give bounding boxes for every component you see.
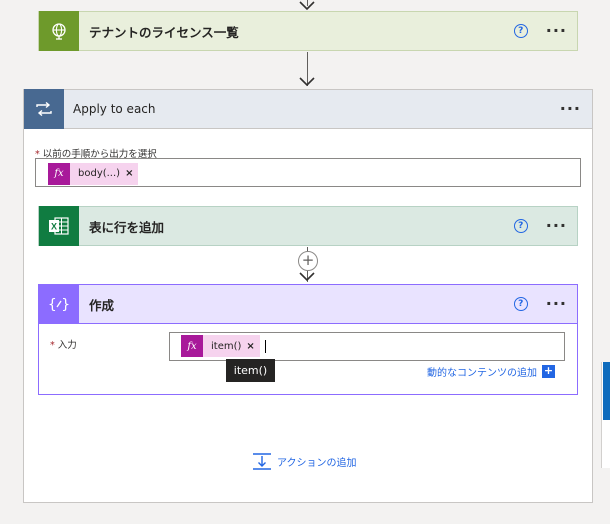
action-card-tenant-licenses[interactable]: テナントのライセンス一覧 ? ··· xyxy=(38,11,578,51)
more-options-button[interactable]: ··· xyxy=(545,294,567,313)
help-icon[interactable]: ? xyxy=(513,297,528,311)
apply-to-each-header[interactable]: Apply to each ··· xyxy=(23,89,593,129)
add-action-label: アクションの追加 xyxy=(277,457,357,469)
card-title: テナントのライセンス一覧 xyxy=(89,24,239,40)
token-label: item() xyxy=(211,340,242,352)
more-options-button[interactable]: ··· xyxy=(545,21,567,40)
required-marker: * xyxy=(35,149,40,160)
select-output-input[interactable]: fx body(...) × xyxy=(35,158,581,187)
compose-header[interactable]: { } 作成 ? ··· xyxy=(38,284,578,324)
add-action-icon xyxy=(253,453,271,470)
arrow-down-icon xyxy=(299,77,315,87)
function-icon: fx xyxy=(48,162,70,185)
arrow-down-icon xyxy=(299,272,315,282)
card-title: 表に行を追加 xyxy=(89,219,165,235)
card-title: 作成 xyxy=(89,297,115,313)
help-icon[interactable]: ? xyxy=(513,219,528,233)
required-marker: * xyxy=(50,340,55,351)
text-cursor xyxy=(264,340,266,353)
dynamic-token-body[interactable]: fx body(...) × xyxy=(48,162,139,185)
add-action-button[interactable]: アクションの追加 xyxy=(252,452,357,470)
svg-text:X: X xyxy=(51,222,57,232)
action-card-add-row[interactable]: X 表に行を追加 ? ··· xyxy=(38,206,578,246)
input-label: * 入力 xyxy=(50,337,77,351)
add-dynamic-content-icon: + xyxy=(542,364,555,378)
connector-line xyxy=(307,52,308,86)
token-label: body(...) xyxy=(78,168,121,179)
token-remove-button[interactable]: × xyxy=(125,168,134,179)
compose-input-field[interactable]: fx item() × xyxy=(169,332,565,361)
select-output-label-text: 以前の手順から出力を選択 xyxy=(42,149,157,160)
select-output-label: * 以前の手順から出力を選択 xyxy=(35,146,157,160)
connector-line-top xyxy=(307,0,308,6)
excel-icon: X xyxy=(39,206,79,246)
function-icon: fx xyxy=(181,335,203,357)
token-remove-button[interactable]: × xyxy=(246,340,255,352)
tooltip: item() xyxy=(226,359,275,382)
loop-icon xyxy=(24,89,64,129)
side-panel-accent xyxy=(603,362,610,420)
arrow-down-icon xyxy=(299,1,315,11)
more-options-button[interactable]: ··· xyxy=(545,216,567,235)
more-options-button[interactable]: ··· xyxy=(559,99,581,118)
input-label-text: 入力 xyxy=(57,340,77,351)
help-icon[interactable]: ? xyxy=(513,24,528,38)
apply-to-each-title: Apply to each xyxy=(73,102,156,116)
dynamic-token-item[interactable]: fx item() × xyxy=(181,335,260,357)
globe-icon xyxy=(39,11,79,51)
compose-icon: { } xyxy=(39,284,79,324)
add-dynamic-content-label: 動的なコンテンツの追加 xyxy=(427,368,537,379)
add-dynamic-content-link[interactable]: 動的なコンテンツの追加 + xyxy=(427,364,555,379)
insert-step-button[interactable]: + xyxy=(298,251,318,271)
